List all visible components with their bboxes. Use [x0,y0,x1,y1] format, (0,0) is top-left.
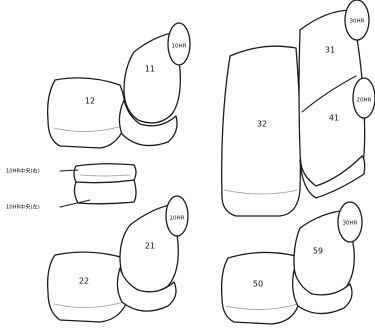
part-label-30hr-bench: 30HR [350,19,365,25]
center-headrest-pieces: 10HR中央(右) 10HR中央(左) [6,163,137,211]
headrest-30hr-bench [344,0,370,41]
part-label-10hr-lower: 10HR [170,216,185,222]
label-center-left: 10HR中央(左) [6,203,40,211]
bench-back-divider [301,75,357,113]
seat-group-21-22: 22 21 10HR [47,195,189,323]
part-label-20hr-bench: 20HR [357,98,372,104]
center-piece-right [73,163,137,184]
seat-cushion-12 [47,77,126,149]
leader-line-left [59,199,91,208]
part-label-50: 50 [253,280,263,289]
seat-group-50-59: 50 59 30HR [220,201,363,325]
label-center-right: 10HR中央(右) [6,167,40,175]
headrest-10hr-upper [167,22,191,66]
seat-back-bottom-21 [116,267,177,312]
part-label-21: 21 [145,242,155,251]
part-label-12: 12 [85,97,95,106]
part-label-11: 11 [145,65,155,74]
seat-group-11-12: 12 11 10HR [47,22,191,149]
part-label-32: 32 [257,120,267,129]
part-label-41: 41 [329,114,339,123]
seat-back-bottom-59 [292,269,353,315]
seat-cushion-50 [220,251,301,325]
bench-cushion-32 [221,45,302,217]
leader-line-right [59,169,79,172]
headrest-20hr-bench [352,77,375,119]
headrest-10hr-lower [165,195,189,237]
seat-group-31-32-41: 32 31 41 30HR 20HR [221,0,375,217]
part-label-10hr-upper: 10HR [172,44,187,50]
bench-back-bottom [299,155,366,199]
part-label-22: 22 [79,277,89,286]
part-label-31: 31 [325,46,335,55]
seat-back-bottom-11 [118,99,178,147]
headrest-30hr-lower [337,201,363,243]
center-piece-left [73,179,137,205]
part-label-30hr-lower: 30HR [343,221,358,227]
part-label-59: 59 [313,247,323,256]
seat-cushion-22 [47,251,129,323]
